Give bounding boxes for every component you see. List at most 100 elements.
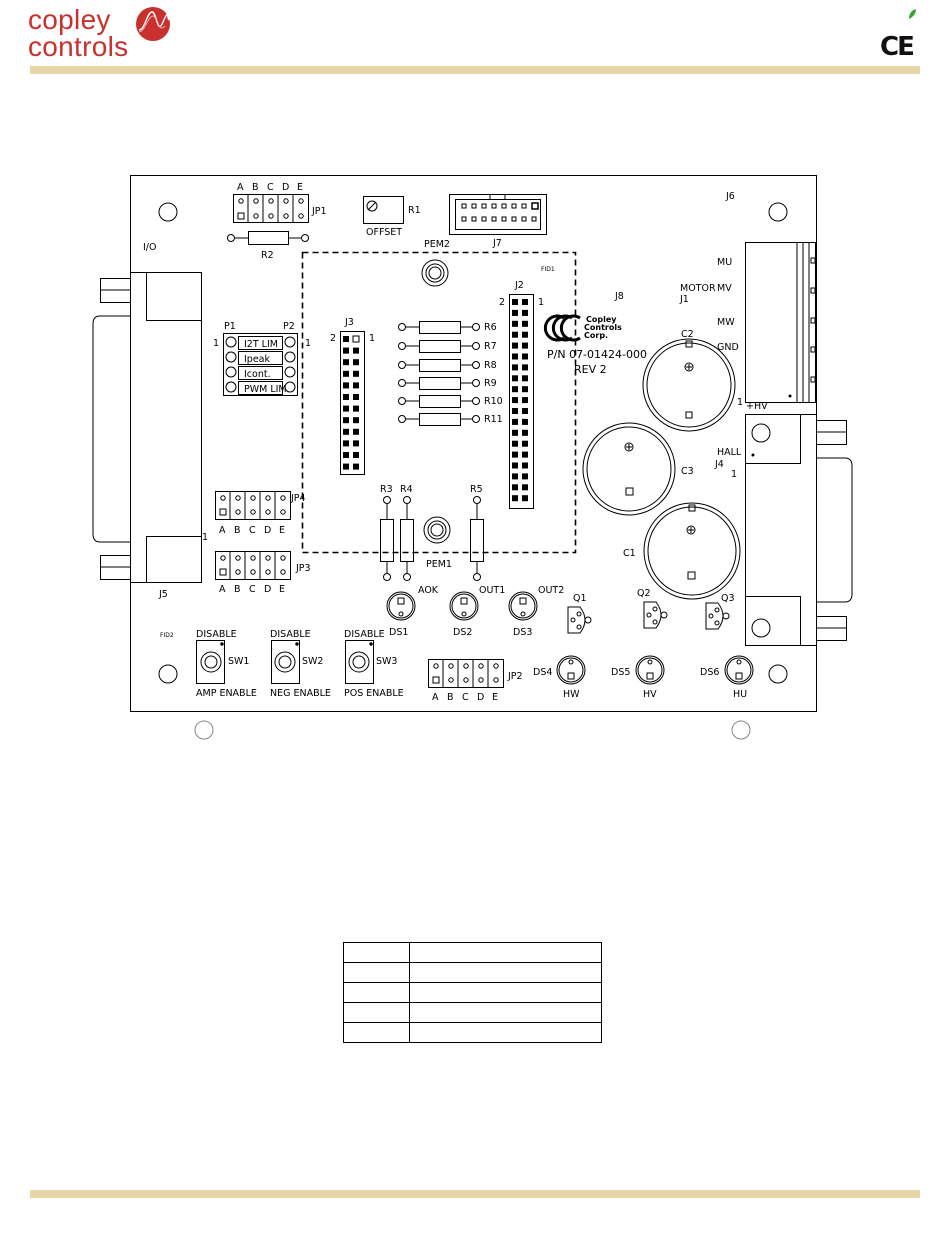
- header-pin: [522, 462, 528, 469]
- fid1-label: FID1: [541, 266, 555, 273]
- r4-resistor: [400, 519, 414, 562]
- header-pin: [522, 331, 528, 338]
- r1-offset-label: OFFSET: [366, 227, 402, 238]
- header-pin: [343, 347, 349, 354]
- revision-table: [343, 942, 602, 1043]
- ds4-hw-label: HW: [563, 689, 580, 700]
- ds3-label: DS3: [513, 627, 532, 638]
- header-pin: [353, 452, 359, 458]
- revision-cell: [409, 982, 602, 1003]
- c3-capacitor: [582, 422, 676, 516]
- revision-cell: [343, 942, 410, 963]
- jp5-pin-one: 1: [202, 532, 208, 543]
- motor-connector: [745, 242, 816, 403]
- sw1-label: SW1: [228, 656, 249, 667]
- ds6-led: [724, 655, 754, 685]
- header-pin: [512, 320, 518, 327]
- header-pin: [522, 451, 528, 458]
- j2-pin-one: 1: [538, 297, 544, 308]
- q2-label: Q2: [637, 588, 651, 599]
- jp3-letter-b: B: [234, 584, 241, 595]
- jp1-letter-a: A: [237, 182, 244, 193]
- header-pin: [353, 463, 359, 470]
- q3-transistor: [705, 602, 724, 630]
- revision-cell: [409, 942, 602, 963]
- r7-label: R7: [484, 341, 497, 352]
- jp3-letter-a: A: [219, 584, 226, 595]
- motor-pin-mw: MW: [717, 317, 735, 328]
- ds6-label: DS6: [700, 667, 719, 678]
- jp4-header: [215, 491, 291, 520]
- pot-label-ipeak: Ipeak: [244, 354, 270, 365]
- r9-label: R9: [484, 378, 497, 389]
- header-pin: [522, 309, 528, 316]
- logo-line-1: copley: [28, 4, 111, 35]
- jp2-letter-a: A: [432, 692, 439, 703]
- header-pin: [512, 408, 518, 414]
- pem1-label: PEM1: [426, 559, 452, 570]
- header-pin: [522, 408, 528, 414]
- q3-label: Q3: [721, 593, 735, 604]
- ds5-label: DS5: [611, 667, 630, 678]
- corp-logo-line-2: Controls: [584, 323, 622, 332]
- jp4-letter-c: C: [249, 525, 256, 536]
- header-pin: [522, 429, 528, 436]
- ds2-led: [449, 591, 479, 621]
- revision-cell: [343, 1022, 410, 1043]
- header-pin: [353, 428, 359, 435]
- pot-label-i2t: I2T LIM: [244, 339, 278, 350]
- j3-pin-one: 1: [369, 333, 375, 344]
- sw2-label: SW2: [302, 656, 323, 667]
- motor-pin-mu: MU: [717, 257, 732, 268]
- header-pin: [512, 429, 518, 436]
- r10-label: R10: [484, 396, 503, 407]
- hall-connector-body: [745, 414, 817, 646]
- motor-pin-gnd: GND: [717, 342, 739, 353]
- header-pin: [512, 364, 518, 371]
- header-pin: [353, 359, 359, 366]
- p2-pin-one: 1: [305, 338, 311, 349]
- jp2-letter-d: D: [477, 692, 484, 703]
- p1-label: P1: [224, 321, 236, 332]
- header-pin: [343, 336, 349, 342]
- revision-row: [343, 942, 602, 963]
- p2-label: P2: [283, 321, 295, 332]
- header-pin: [353, 347, 359, 354]
- header-rule: [30, 66, 920, 74]
- c2-label: C2: [681, 329, 694, 340]
- c2-capacitor: [642, 338, 736, 432]
- r2-label: R2: [261, 250, 274, 261]
- header-pin: [522, 495, 528, 502]
- revision-cell: [343, 982, 410, 1003]
- hall-j4-label: J4: [714, 459, 724, 470]
- ds1-aok-label: AOK: [418, 585, 439, 596]
- header-pin: [522, 375, 528, 382]
- j7-connector: [449, 194, 547, 235]
- logo-line-2: controls: [28, 31, 129, 62]
- j2-label: J2: [514, 280, 524, 291]
- motor-label: MOTOR: [680, 283, 716, 294]
- header-pin: [512, 473, 518, 480]
- company-logo: copley controls: [28, 4, 170, 62]
- pem1-standoff: [423, 516, 451, 544]
- p1-pin-one: 1: [213, 338, 219, 349]
- header-pin: [512, 309, 518, 316]
- jp2-header: [428, 659, 504, 688]
- hall-label: HALL: [717, 447, 742, 458]
- jp1-label: JP1: [311, 206, 327, 217]
- revision-cell: [343, 962, 410, 983]
- r8-label: R8: [484, 360, 497, 371]
- j8-label: J8: [614, 291, 624, 302]
- r3-resistor: [380, 519, 394, 562]
- c3-label: C3: [681, 466, 694, 477]
- jp1-header: [233, 194, 309, 223]
- jp4-letter-d: D: [264, 525, 271, 536]
- header-pin: [343, 428, 349, 435]
- header-pin: [343, 463, 349, 470]
- header-pin: [512, 484, 518, 491]
- ds3-led: [508, 591, 538, 621]
- hall-pin-one: 1: [731, 469, 737, 480]
- header-pin: [512, 299, 518, 305]
- sw3-disable-label: DISABLE: [344, 629, 385, 640]
